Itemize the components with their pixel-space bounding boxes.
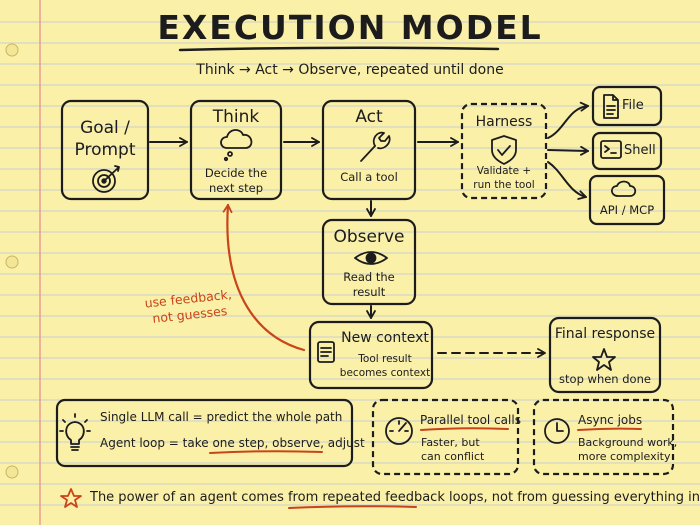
target-icon xyxy=(92,165,120,193)
file-icon xyxy=(603,94,619,119)
think-title: Think xyxy=(212,107,260,127)
thought-cloud-icon xyxy=(220,129,253,162)
terminal-icon xyxy=(600,140,622,159)
harness-box xyxy=(460,102,548,200)
final-desc: stop when done xyxy=(559,372,651,386)
single-call-note: Single LLM call = predict the whole path xyxy=(100,410,343,424)
act-desc: Call a tool xyxy=(340,170,398,184)
paper-rules xyxy=(0,21,700,506)
parallel-desc: Faster, but can conflict xyxy=(421,436,485,463)
harness-title: Harness xyxy=(475,114,533,130)
context-title: New context xyxy=(341,330,429,346)
clock-icon xyxy=(544,418,570,444)
punch-hole xyxy=(5,465,19,479)
final-title: Final response xyxy=(554,326,656,342)
loop-highlight-underline xyxy=(209,450,323,454)
async-title: Async jobs xyxy=(578,413,643,427)
punch-hole xyxy=(5,255,19,269)
api-tool-box xyxy=(588,174,666,226)
harness-desc: Validate + run the tool xyxy=(473,165,535,191)
async-title-underline xyxy=(577,427,642,431)
star-icon xyxy=(592,348,616,371)
shell-tool-box xyxy=(591,131,663,171)
eye-icon xyxy=(354,251,388,265)
file-tool-box xyxy=(591,85,663,127)
arrow-harness-api xyxy=(547,161,587,200)
gauge-icon xyxy=(385,417,413,445)
goal-label: Goal / Prompt xyxy=(74,118,136,160)
parallel-box xyxy=(371,398,520,476)
feedback-loop-arrow xyxy=(222,203,306,352)
arrow-harness-shell xyxy=(547,145,589,156)
observe-desc: Read the result xyxy=(343,270,395,299)
act-title: Act xyxy=(355,107,383,127)
think-box xyxy=(189,99,283,201)
shield-check-icon xyxy=(491,135,517,165)
wrench-icon xyxy=(360,131,391,162)
goal-box xyxy=(60,99,150,201)
observe-box xyxy=(321,218,417,306)
page-title: EXECUTION MODEL xyxy=(157,8,543,47)
footer-note: The power of an agent comes from repeate… xyxy=(90,490,700,505)
final-box xyxy=(548,316,662,394)
arrow-harness-file xyxy=(547,101,589,139)
cloud-icon xyxy=(610,180,637,197)
think-desc: Decide the next step xyxy=(204,166,268,195)
tool-shell-label: Shell xyxy=(624,143,656,158)
parallel-title: Parallel tool calls xyxy=(420,413,521,427)
punch-hole xyxy=(5,43,19,57)
parallel-title-underline xyxy=(420,427,509,431)
context-desc: Tool result becomes context xyxy=(339,353,431,379)
agent-loop-note: Agent loop = take one step, observe, adj… xyxy=(100,436,365,450)
subtitle: Think → Act → Observe, repeated until do… xyxy=(196,62,504,78)
footer-star-icon xyxy=(60,488,82,508)
context-box xyxy=(308,320,434,390)
footer-highlight-underline xyxy=(288,505,417,509)
single-vs-loop-box xyxy=(55,398,354,468)
tool-api-label: API / MCP xyxy=(599,203,655,217)
lightbulb-icon xyxy=(59,413,91,451)
async-box xyxy=(532,398,675,476)
title-underline xyxy=(178,46,500,52)
observe-title: Observe xyxy=(333,227,405,247)
act-box xyxy=(321,99,417,201)
tool-file-label: File xyxy=(622,98,644,113)
document-icon xyxy=(317,341,335,363)
async-desc: Background work, more complexity xyxy=(578,436,678,463)
